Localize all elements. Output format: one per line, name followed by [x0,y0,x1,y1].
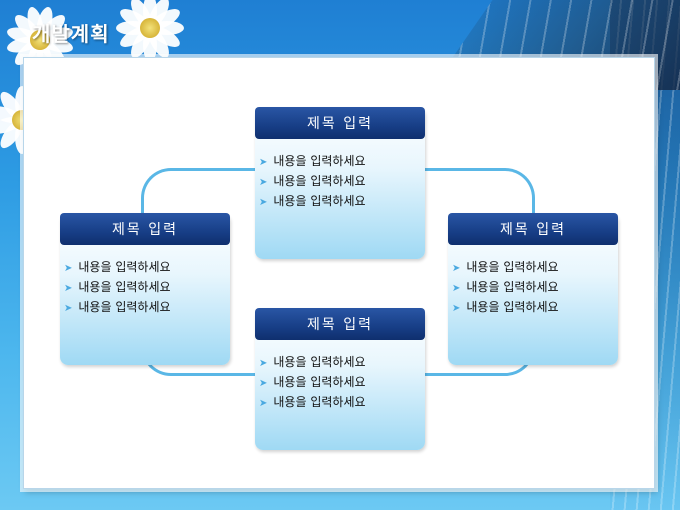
chevron-right-icon: ➤ [259,197,268,208]
card-title[interactable]: 제목 입력 [255,107,425,139]
card-item-list: ➤ 내용을 입력하세요 ➤ 내용을 입력하세요 ➤ 내용을 입력하세요 [255,352,425,412]
card-item-list: ➤ 내용을 입력하세요 ➤ 내용을 입력하세요 ➤ 내용을 입력하세요 [60,257,230,317]
connector-top-left [141,168,274,251]
list-item[interactable]: ➤ 내용을 입력하세요 [64,297,230,317]
item-text: 내용을 입력하세요 [273,375,366,389]
list-item[interactable]: ➤ 내용을 입력하세요 [452,257,618,277]
list-item[interactable]: ➤ 내용을 입력하세요 [452,277,618,297]
item-text: 내용을 입력하세요 [466,280,559,294]
chevron-right-icon: ➤ [259,378,268,389]
chevron-right-icon: ➤ [452,263,461,274]
item-text: 내용을 입력하세요 [78,280,171,294]
item-text: 내용을 입력하세요 [78,260,171,274]
chevron-right-icon: ➤ [259,358,268,369]
chevron-right-icon: ➤ [452,283,461,294]
list-item[interactable]: ➤ 내용을 입력하세요 [259,352,425,372]
card-item-list: ➤ 내용을 입력하세요 ➤ 내용을 입력하세요 ➤ 내용을 입력하세요 [448,257,618,317]
chevron-right-icon: ➤ [259,177,268,188]
list-item[interactable]: ➤ 내용을 입력하세요 [259,372,425,392]
card-title[interactable]: 제목 입력 [255,308,425,340]
chevron-right-icon: ➤ [452,303,461,314]
list-item[interactable]: ➤ 내용을 입력하세요 [259,151,425,171]
page-title: 개발계획 [32,22,110,46]
content-card-right[interactable]: 제목 입력 ➤ 내용을 입력하세요 ➤ 내용을 입력하세요 ➤ 내용을 입력하세요 [448,213,618,365]
item-text: 내용을 입력하세요 [78,300,171,314]
connector-top-right [404,168,535,251]
item-text: 내용을 입력하세요 [466,300,559,314]
content-card-bottom[interactable]: 제목 입력 ➤ 내용을 입력하세요 ➤ 내용을 입력하세요 ➤ 내용을 입력하세요 [255,308,425,450]
item-text: 내용을 입력하세요 [273,395,366,409]
list-item[interactable]: ➤ 내용을 입력하세요 [64,257,230,277]
list-item[interactable]: ➤ 내용을 입력하세요 [64,277,230,297]
content-card-top[interactable]: 제목 입력 ➤ 내용을 입력하세요 ➤ 내용을 입력하세요 ➤ 내용을 입력하세요 [255,107,425,259]
list-item[interactable]: ➤ 내용을 입력하세요 [259,191,425,211]
chevron-right-icon: ➤ [64,263,73,274]
card-title[interactable]: 제목 입력 [60,213,230,245]
card-title[interactable]: 제목 입력 [448,213,618,245]
list-item[interactable]: ➤ 내용을 입력하세요 [259,392,425,412]
chevron-right-icon: ➤ [64,303,73,314]
card-item-list: ➤ 내용을 입력하세요 ➤ 내용을 입력하세요 ➤ 내용을 입력하세요 [255,151,425,211]
item-text: 내용을 입력하세요 [273,174,366,188]
item-text: 내용을 입력하세요 [273,194,366,208]
chevron-right-icon: ➤ [64,283,73,294]
item-text: 내용을 입력하세요 [466,260,559,274]
chevron-right-icon: ➤ [259,157,268,168]
content-card-left[interactable]: 제목 입력 ➤ 내용을 입력하세요 ➤ 내용을 입력하세요 ➤ 내용을 입력하세요 [60,213,230,365]
chevron-right-icon: ➤ [259,398,268,409]
item-text: 내용을 입력하세요 [273,154,366,168]
slide-panel: 제목 입력 ➤ 내용을 입력하세요 ➤ 내용을 입력하세요 ➤ 내용을 입력하세요 제… [23,57,655,489]
list-item[interactable]: ➤ 내용을 입력하세요 [259,171,425,191]
list-item[interactable]: ➤ 내용을 입력하세요 [452,297,618,317]
item-text: 내용을 입력하세요 [273,355,366,369]
